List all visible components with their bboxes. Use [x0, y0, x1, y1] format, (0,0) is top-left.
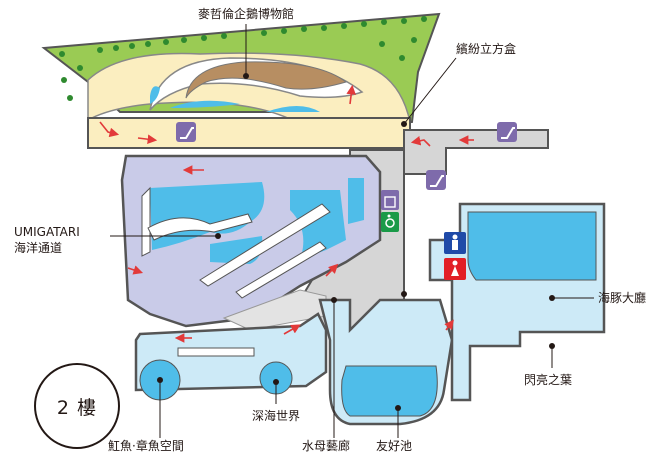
umigatari-area — [120, 154, 382, 328]
walkway — [403, 129, 549, 175]
mens-toilet-icon — [444, 232, 466, 254]
wheelchair-toilet-icon — [381, 212, 399, 232]
label-dolphin-hall: 海豚大廳 — [598, 290, 646, 305]
label-shining-leaf: 閃亮之葉 — [524, 372, 572, 387]
label-ray-octopus: 魟魚·章魚空間 — [108, 438, 184, 452]
label-friendship-pool: 友好池 — [376, 439, 412, 452]
dolphin-hall-area — [428, 202, 606, 402]
label-umigatari: UMIGATARI — [14, 225, 80, 239]
label-penguin-museum: 麥哲倫企鵝博物館 — [198, 6, 294, 21]
label-umigatari-sub: 海洋通道 — [14, 240, 62, 255]
leader-dots — [157, 73, 555, 411]
friendship-pool-area — [318, 298, 454, 426]
label-jellyfish: 水母藝廊 — [302, 438, 350, 452]
floor-badge: 2 樓 — [34, 363, 120, 449]
label-cube: 繽紛立方盒 — [456, 41, 516, 56]
escalator-icon — [176, 122, 196, 142]
elevator-icon — [381, 190, 399, 210]
leader-lines — [110, 24, 594, 438]
label-deep-sea: 深海世界 — [252, 408, 300, 423]
womens-toilet-icon — [444, 258, 466, 280]
penguin-museum-area — [41, 12, 441, 132]
escalator-icon — [426, 170, 446, 190]
route-arrows — [99, 84, 474, 343]
escalator-icon — [497, 122, 517, 142]
upper-corridor — [87, 117, 411, 149]
